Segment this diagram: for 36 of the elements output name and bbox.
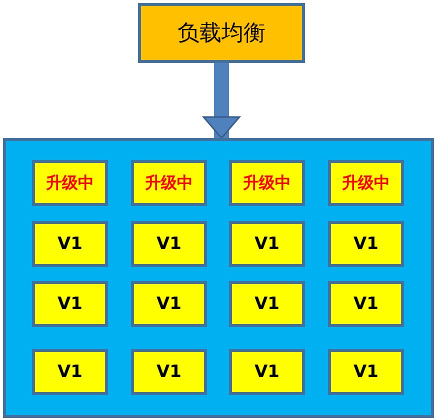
box-label: 负载均衡 <box>178 20 266 48</box>
box-label: V1 <box>156 294 182 314</box>
process-box <box>328 349 404 395</box>
process-box <box>328 221 404 267</box>
box-label: 升级中 <box>342 172 390 194</box>
block-arrow <box>202 63 240 139</box>
box-label: V1 <box>156 234 182 254</box>
box-label: V1 <box>354 294 378 314</box>
process-box <box>131 160 207 206</box>
process-box <box>138 3 305 63</box>
process-box <box>229 221 305 267</box>
process-box <box>229 349 305 395</box>
process-box <box>131 349 207 395</box>
process-box <box>229 281 305 327</box>
process-box <box>32 281 108 327</box>
box-label: V1 <box>354 234 378 254</box>
box-label: 升级中 <box>46 172 94 194</box>
process-box <box>229 160 305 206</box>
box-label: V1 <box>254 362 280 382</box>
process-box <box>32 349 108 395</box>
box-label: V1 <box>58 362 82 382</box>
box-label: V1 <box>58 234 82 254</box>
box-label: V1 <box>58 294 82 314</box>
process-box <box>131 221 207 267</box>
box-label: V1 <box>156 362 182 382</box>
container-box <box>3 138 434 418</box>
box-label: V1 <box>254 234 280 254</box>
process-box <box>32 221 108 267</box>
box-label: 升级中 <box>243 172 291 194</box>
process-box <box>328 160 404 206</box>
process-box <box>328 281 404 327</box>
process-box <box>32 160 108 206</box>
box-label: V1 <box>254 294 280 314</box>
box-label: 升级中 <box>145 172 193 194</box>
process-box <box>131 281 207 327</box>
box-label: V1 <box>354 362 378 382</box>
